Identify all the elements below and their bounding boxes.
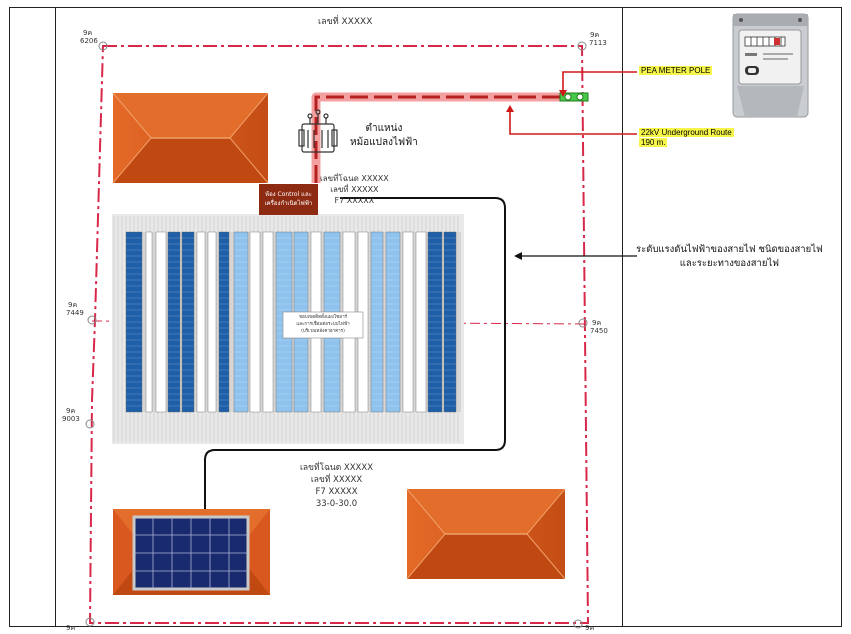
marker-label-4: 7450 (590, 327, 608, 335)
control-room-label: ห้อง Control และ เครื่องกำเนิดไฟฟ้า (264, 191, 313, 207)
solar-panel-column (218, 231, 230, 413)
underground-route (311, 92, 589, 183)
solar-panel-column (196, 231, 206, 413)
roof-top-left (112, 92, 269, 184)
cable-note-arrow (514, 252, 637, 260)
marker-label-2-prefix: 9ค (590, 31, 600, 39)
right-divider-line (622, 7, 623, 627)
pea-meter-pole-label: PEA METER POLE (639, 66, 713, 75)
marker-label-3: 7449 (66, 309, 84, 317)
top-deed-label: เลขที่ XXXXX (318, 17, 373, 27)
leader-arrows (509, 71, 637, 135)
marker-label-1-prefix: 9ค (83, 29, 93, 37)
solar-panel-column (233, 231, 249, 413)
marker-label-5-prefix: 9ค (66, 407, 76, 415)
solar-panel-column (145, 231, 153, 413)
control-room-box (259, 184, 318, 215)
marker-label-1: 6206 (80, 37, 98, 45)
underground-route-label: 22kV Underground Route 190 m. (639, 128, 734, 147)
solar-panel-column (427, 231, 443, 413)
solar-panel-column (262, 231, 274, 413)
solar-panel-column (181, 231, 195, 413)
roof-bottom-right (406, 488, 566, 580)
solar-panel-column (125, 231, 143, 413)
lower-deed-block: เลขที่โฉนด XXXXX เลขที่ XXXXX F7 XXXXX 3… (300, 463, 374, 509)
upper-deed-block: เลขที่โฉนด XXXXX เลขที่ XXXXX F7 XXXXX (320, 174, 389, 205)
solar-panel-column (167, 231, 181, 413)
solar-panel-column (155, 231, 167, 413)
marker-label-4-prefix: 9ค (592, 319, 602, 327)
marker-label-bottom-right: 9ค (585, 624, 595, 632)
marker-label-bottom-left: 9ค (66, 624, 76, 632)
survey-markers (85, 41, 588, 629)
center-note-box (282, 311, 364, 339)
solar-array-roof (112, 214, 464, 444)
cable-routing-outline (204, 197, 506, 509)
roof-bottom-left-with-solar-panel (113, 509, 270, 595)
transformer-icon (298, 109, 338, 153)
solar-panel-column (249, 231, 261, 413)
solar-panel-column (385, 231, 401, 413)
left-divider-line (55, 7, 56, 627)
solar-panel-column (207, 231, 217, 413)
solar-panel-column (443, 231, 457, 413)
solar-panel-column (402, 231, 414, 413)
solar-panel-column (415, 231, 427, 413)
solar-panel-column (370, 231, 384, 413)
transformer-location-label: ตำแหน่ง หม้อแปลงไฟฟ้า (350, 123, 418, 148)
center-note-text: ขอบเขตติดตั้งแผงโซลาร์ และการเชื่อมต่อระ… (296, 315, 350, 334)
property-boundary (88, 45, 590, 624)
marker-label-5: 9003 (62, 415, 80, 423)
cable-note-label: ระดับแรงดันไฟฟ้าของสายไฟ ชนิดของสายไฟ แล… (636, 244, 823, 269)
marker-label-3-prefix: 9ค (68, 301, 78, 309)
electric-meter-icon (732, 13, 809, 118)
marker-label-2: 7113 (589, 39, 607, 47)
